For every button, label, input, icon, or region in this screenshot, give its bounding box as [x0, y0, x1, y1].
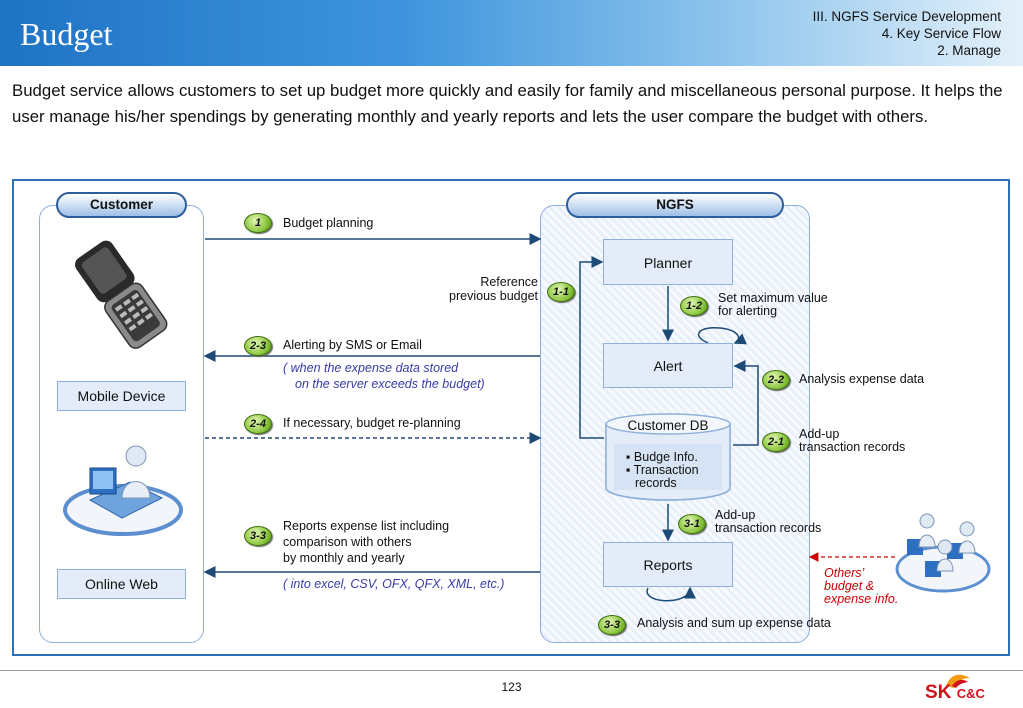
note-alerting-1: ( when the expense data stored — [283, 361, 459, 375]
header-banner — [0, 0, 1023, 66]
label-set-max-2: for alerting — [718, 304, 778, 318]
sk-butterfly-icon — [946, 674, 970, 688]
step-badge-2-2: 2-2 — [762, 370, 790, 390]
label-reports-3: by monthly and yearly — [283, 551, 405, 565]
step-badge-2-1: 2-1 — [762, 432, 790, 452]
logo-cc-text: C&C — [956, 686, 985, 701]
breadcrumb-item: 2. Manage — [937, 43, 1001, 58]
database-icon — [605, 413, 731, 501]
page-title: Budget — [20, 16, 113, 52]
label-addup-2-1-line1: Add-up — [799, 427, 840, 441]
label-addup-2-1-line2: transaction records — [799, 440, 906, 454]
label-alerting: Alerting by SMS or Email — [283, 338, 422, 352]
step-badge-1-1: 1-1 — [547, 282, 575, 302]
intro-text: Budget service allows customers to set u… — [12, 81, 1003, 126]
planner-box: Planner — [603, 239, 733, 285]
footer-divider — [0, 670, 1023, 671]
arrow-reports-self — [646, 586, 696, 602]
reports-box: Reports — [603, 542, 733, 587]
label-reference-2: previous budget — [449, 289, 538, 303]
step-badge-1: 1 — [244, 213, 272, 233]
db-item-transaction: ▪ Transaction — [626, 463, 699, 477]
arrow-db-alert — [733, 360, 759, 446]
arrow-alert-self — [697, 326, 748, 345]
ngfs-header: NGFS — [566, 192, 784, 218]
db-title: Customer DB — [627, 418, 709, 433]
customer-header: Customer — [56, 192, 187, 218]
label-replanning: If necessary, budget re-planning — [283, 416, 461, 430]
alert-box: Alert — [603, 343, 733, 388]
step-badge-2-3: 2-3 — [244, 336, 272, 356]
label-reports-1: Reports expense list including — [283, 519, 450, 533]
computer-user-icon — [63, 445, 183, 536]
breadcrumb-subsection: 4. Key Service Flow — [881, 26, 1001, 41]
label-addup-3-1-line2: transaction records — [715, 521, 822, 535]
label-set-max-1: Set maximum value — [718, 291, 828, 305]
label-analysis-expense: Analysis expense data — [799, 372, 925, 386]
mobile-device-label: Mobile Device — [57, 381, 186, 411]
others-line-2: budget & — [824, 579, 875, 593]
step-badge-3-1: 3-1 — [678, 514, 706, 534]
sk-cc-logo: SK C&C — [925, 682, 985, 704]
db-item-budget: ▪ Budge Info. — [626, 450, 698, 464]
breadcrumb-section: III. NGFS Service Development — [812, 9, 1001, 24]
label-reference-1: Reference — [480, 275, 538, 289]
step-badge-1-2: 1-2 — [680, 296, 708, 316]
label-budget-planning: Budget planning — [283, 216, 374, 230]
step-badge-3-3-analysis: 3-3 — [598, 615, 626, 635]
page-number: 123 — [501, 680, 522, 694]
step-badge-2-4: 2-4 — [244, 414, 272, 434]
online-web-label: Online Web — [57, 569, 186, 599]
mobile-phone-icon — [75, 240, 168, 349]
other-users-icon — [895, 513, 991, 593]
others-line-1: Others’ — [824, 566, 865, 580]
step-badge-3-3-reports: 3-3 — [244, 526, 272, 546]
note-alerting-2: on the server exceeds the budget) — [295, 377, 485, 391]
logo-sk-text: SK — [925, 682, 952, 703]
label-reports-2: comparison with others — [283, 535, 412, 549]
arrow-reference-budget — [579, 256, 604, 439]
others-line-3: expense info. — [824, 592, 899, 606]
diagram-frame — [12, 179, 1010, 656]
label-analysis-sum: Analysis and sum up expense data — [637, 616, 831, 630]
note-reports-formats: ( into excel, CSV, OFX, QFX, XML, etc.) — [283, 577, 505, 591]
db-item-records: records — [635, 476, 677, 490]
label-addup-3-1-line1: Add-up — [715, 508, 756, 522]
